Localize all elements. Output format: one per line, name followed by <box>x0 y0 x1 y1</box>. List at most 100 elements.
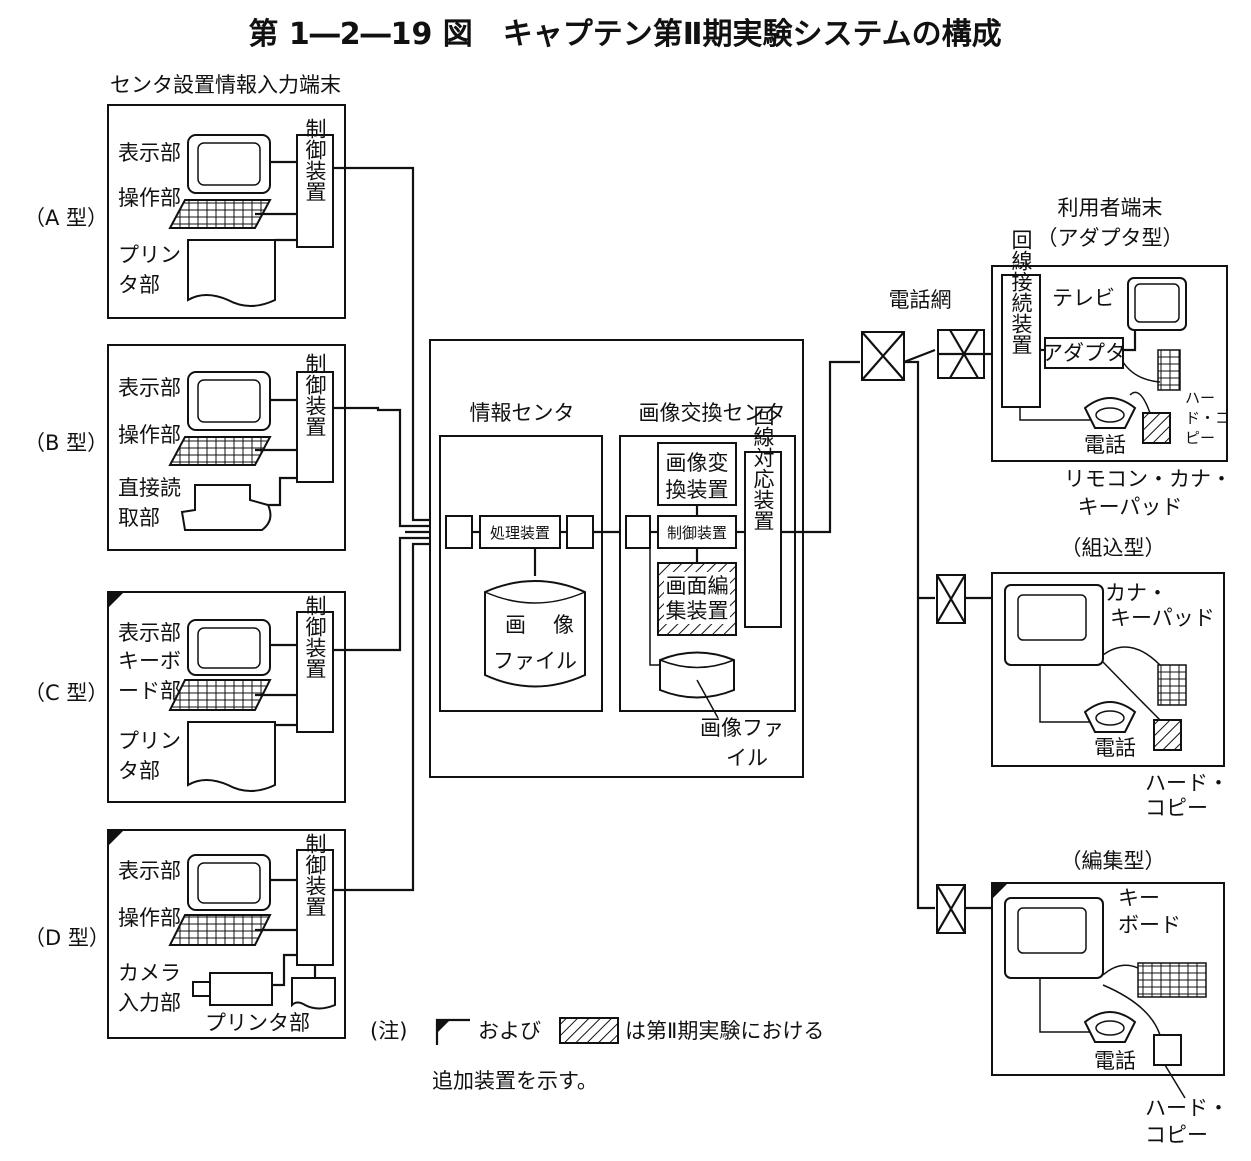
keyboard-icon <box>1137 962 1207 998</box>
svg-text:ド・コ: ド・コ <box>1185 409 1230 427</box>
user-terminal-adapter: 利用者端末 （アダプタ型） 回線接続装置 テレビ アダプタ 電話 ハー ド・コ … <box>937 196 1232 519</box>
terminal-a-label: （A 型） <box>24 206 108 230</box>
center-to-network <box>781 360 860 534</box>
svg-text:取部: 取部 <box>118 506 160 530</box>
svg-text:ピー: ピー <box>1185 429 1215 447</box>
svg-text:ハード・: ハード・ <box>1145 771 1229 795</box>
svg-text:プリン: プリン <box>118 729 181 753</box>
control-unit-b: 制御装置 <box>303 353 327 437</box>
phone-icon <box>1083 1011 1137 1043</box>
svg-text:集装置: 集装置 <box>666 599 729 623</box>
terminal-d-label: （D 型） <box>24 926 110 950</box>
adapter-unit: アダプタ <box>1042 341 1126 365</box>
svg-text:ード部: ード部 <box>118 679 181 703</box>
svg-text:電話: 電話 <box>1094 1049 1136 1073</box>
terminal-d: （D 型） 表示部 操作部 カメラ 入力部 プリンタ部 制御装置 <box>24 829 346 1039</box>
svg-text:タ部: タ部 <box>118 273 160 297</box>
legend-note: (注) および は第Ⅱ期実験における 追加装置を示す。 <box>370 1017 824 1093</box>
svg-text:コピー: コピー <box>1145 1123 1208 1147</box>
svg-text:ボード: ボード <box>1118 913 1181 937</box>
phase2-marker <box>992 883 1008 899</box>
svg-text:電話網: 電話網 <box>889 288 952 312</box>
phase2-marker <box>108 592 124 608</box>
printer-icon <box>291 977 336 1010</box>
phone-icon <box>1083 397 1137 429</box>
svg-text:カナ・: カナ・ <box>1105 581 1168 605</box>
svg-text:情報センタ: 情報センタ <box>470 401 575 425</box>
control-unit-center: 制御装置 <box>667 524 727 542</box>
display-icon <box>187 854 271 911</box>
info-center: 情報センタ 処理装置 画 像 ファイル <box>439 401 628 712</box>
svg-text:像: 像 <box>553 613 574 637</box>
hard-copy-icon <box>1142 412 1171 444</box>
processing-unit: 処理装置 <box>490 524 550 542</box>
terminal-b: （B 型） 表示部 操作部 直接読 取部 制御装置 <box>24 344 346 551</box>
svg-text:は第Ⅱ期実験における: は第Ⅱ期実験における <box>625 1019 824 1043</box>
svg-text:電話: 電話 <box>1094 736 1136 760</box>
svg-text:操作部: 操作部 <box>118 423 181 447</box>
display-icon <box>187 619 271 676</box>
camera-icon <box>209 972 273 1006</box>
image-file-db <box>484 580 586 688</box>
terminal-c-label: （C 型） <box>24 681 108 705</box>
svg-text:利用者端末: 利用者端末 <box>1058 196 1163 220</box>
control-unit-a: 制御装置 <box>303 118 327 202</box>
svg-text:画像変: 画像変 <box>666 451 729 475</box>
tv-icon <box>1004 897 1104 979</box>
svg-text:イル: イル <box>726 746 768 770</box>
svg-text:直接読: 直接読 <box>118 476 181 500</box>
svg-text:（組込型）: （組込型） <box>1061 536 1166 560</box>
svg-text:ファイル: ファイル <box>493 649 577 673</box>
svg-text:（編集型）: （編集型） <box>1061 849 1166 873</box>
svg-text:ハード・: ハード・ <box>1145 1096 1229 1120</box>
phone-icon <box>1083 701 1137 733</box>
keyboard-icon <box>168 679 272 711</box>
svg-text:ハー: ハー <box>1185 389 1215 407</box>
svg-text:画面編: 画面編 <box>666 574 729 598</box>
hard-copy-icon <box>1153 1034 1182 1066</box>
left-connections <box>333 166 445 892</box>
svg-text:（アダプタ型）: （アダプタ型） <box>1037 226 1184 250</box>
svg-text:操作部: 操作部 <box>118 906 181 930</box>
hard-copy-icon <box>1153 719 1182 751</box>
phone-network: 電話網 <box>861 288 952 910</box>
svg-text:キーボ: キーボ <box>118 649 181 673</box>
svg-text:画: 画 <box>505 613 526 637</box>
svg-text:カメラ: カメラ <box>118 961 181 985</box>
svg-text:キーパッド: キーパッド <box>1110 606 1215 630</box>
keypad-icon <box>1157 349 1181 391</box>
image-file-db-2 <box>659 651 735 699</box>
svg-text:操作部: 操作部 <box>118 186 181 210</box>
display-icon <box>187 134 271 194</box>
terminal-c: （C 型） 表示部 キーボ ード部 プリン タ部 制御装置 <box>24 591 346 803</box>
svg-text:表示部: 表示部 <box>118 621 181 645</box>
svg-text:表示部: 表示部 <box>118 859 181 883</box>
svg-text:および: および <box>478 1019 541 1043</box>
reader-icon <box>180 484 272 531</box>
svg-text:キーパッド: キーパッド <box>1078 495 1183 519</box>
printer-icon <box>187 239 276 307</box>
user-terminal-edit: （編集型） キー ボード 電話 ハード・ コピー <box>936 849 1229 1147</box>
hatch-legend <box>559 1017 619 1044</box>
svg-text:電話: 電話 <box>1084 433 1126 457</box>
svg-text:コピー: コピー <box>1145 796 1208 820</box>
user-terminal-builtin: （組込型） カナ・ キーパッド 電話 ハード・ コピー <box>936 536 1229 820</box>
line-connection-unit: 回線接続装置 <box>1009 229 1033 355</box>
tv-icon <box>1004 584 1104 666</box>
svg-text:プリン: プリン <box>118 243 181 267</box>
tv-icon <box>1127 277 1187 331</box>
svg-text:追加装置を示す。: 追加装置を示す。 <box>432 1069 598 1093</box>
svg-text:(注): (注) <box>370 1019 407 1043</box>
svg-text:表示部: 表示部 <box>118 376 181 400</box>
svg-text:画像交換センタ: 画像交換センタ <box>639 401 786 425</box>
svg-text:入力部: 入力部 <box>118 991 181 1015</box>
figure-title: 第 1―2―19 図 キャプテン第Ⅱ期実験システムの構成 <box>248 17 1001 52</box>
svg-text:リモコン・カナ・: リモコン・カナ・ <box>1064 467 1232 491</box>
image-exchange-center: 画像交換センタ 画像変 換装置 制御装置 画面編 集装置 回線対応装置 画像ファ… <box>619 401 796 770</box>
svg-text:表示部: 表示部 <box>118 141 181 165</box>
svg-text:プリンタ部: プリンタ部 <box>205 1011 310 1035</box>
svg-text:画像ファ: 画像ファ <box>700 716 784 740</box>
svg-text:換装置: 換装置 <box>666 478 729 502</box>
line-handler-unit: 回線対応装置 <box>751 405 775 531</box>
